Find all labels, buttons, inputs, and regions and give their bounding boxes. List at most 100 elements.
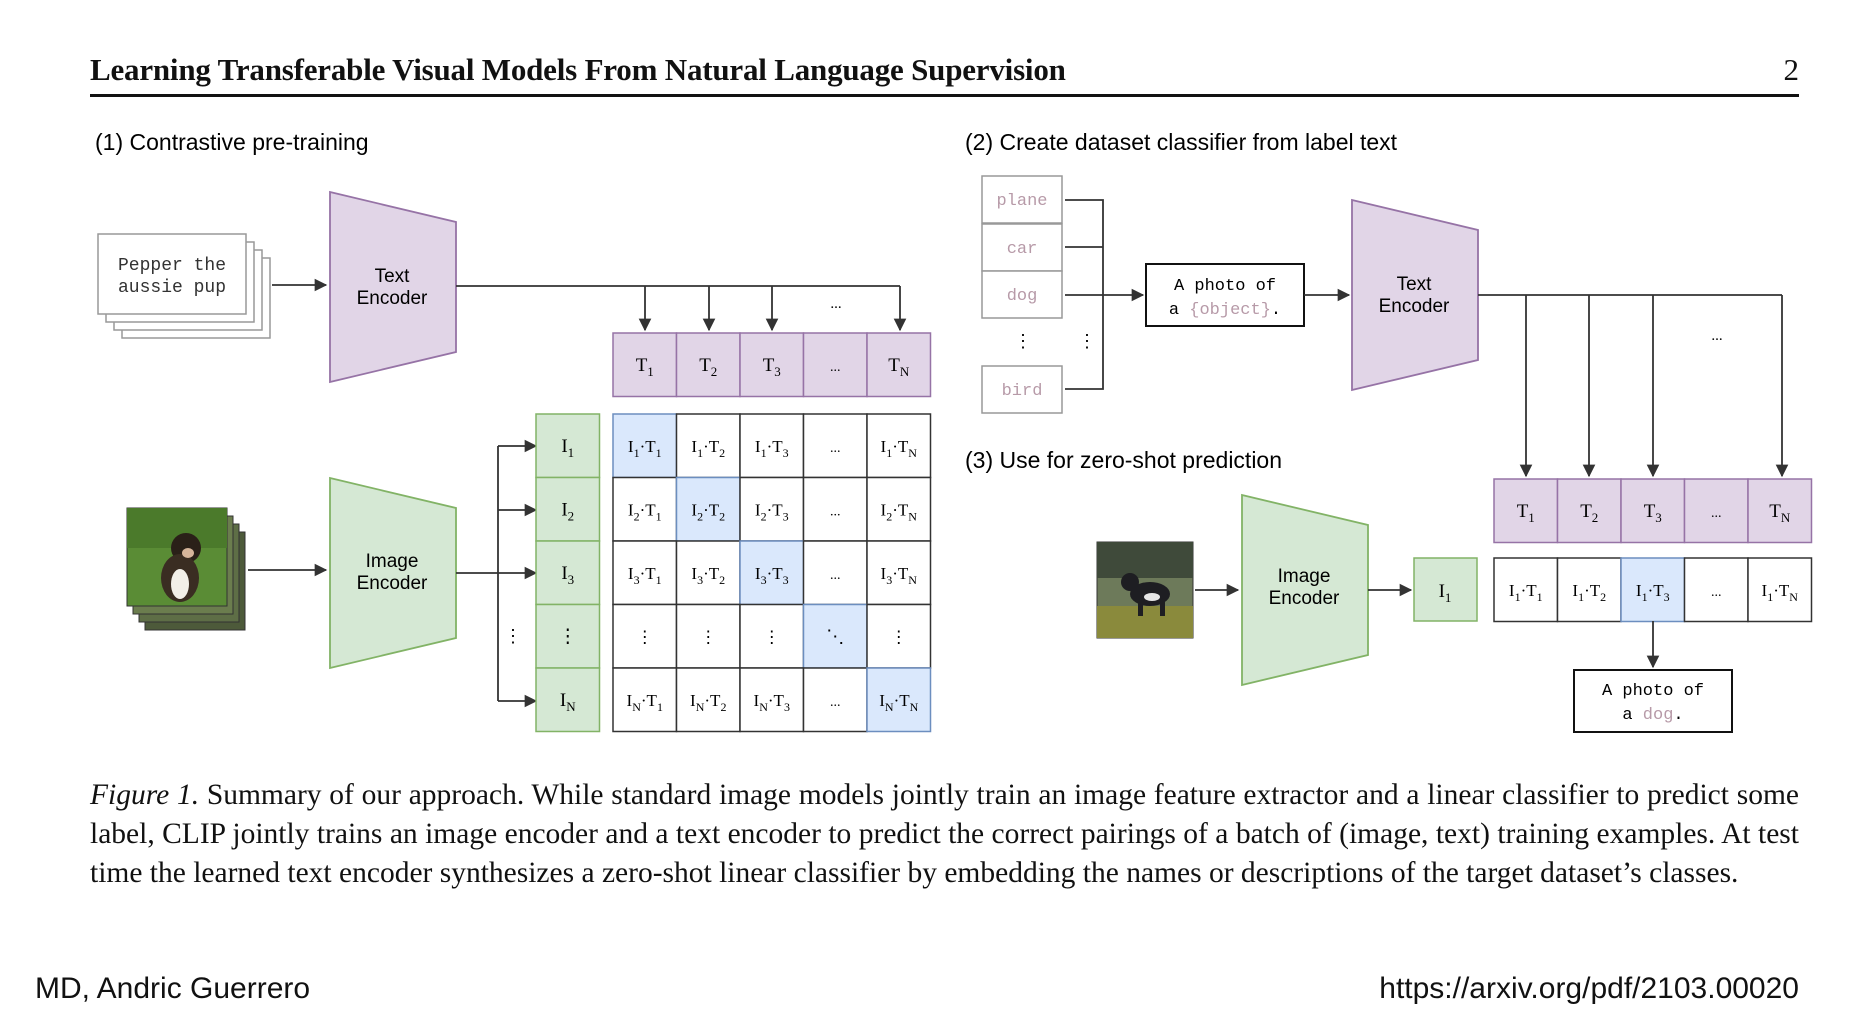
matrix-cell-label: ⋱ bbox=[826, 627, 844, 647]
matrix-cell-label: IN·T1 bbox=[627, 691, 663, 714]
matrix-cell bbox=[675, 603, 741, 669]
matrix-cell bbox=[866, 540, 932, 606]
predicted-label: dog bbox=[1643, 706, 1674, 725]
panel1-text-encoder: Text Encoder bbox=[329, 190, 457, 384]
panel1-image-encoder-line1: Image bbox=[366, 551, 419, 572]
matrix-cell-label: ... bbox=[830, 441, 841, 456]
matrix-cell bbox=[866, 603, 932, 669]
panel2-text-token-label: T3 bbox=[1644, 501, 1662, 525]
matrix-cell-label: IN·T3 bbox=[754, 691, 790, 714]
matrix-cell-label: I2·T3 bbox=[755, 501, 789, 524]
object-placeholder: {object} bbox=[1189, 301, 1271, 320]
panel2-text-token-cell bbox=[1683, 478, 1749, 544]
header-rule bbox=[90, 94, 1799, 97]
page-header-title: Learning Transferable Visual Models From… bbox=[90, 52, 1066, 87]
panel2-heading: (2) Create dataset classifier from label… bbox=[965, 129, 1398, 155]
panel1-image-token-label: ⋮ bbox=[558, 627, 577, 648]
panel2-text-token-label: TN bbox=[1769, 501, 1791, 525]
panel1-image-token-label: I3 bbox=[561, 563, 574, 587]
zero-shot-score-cell bbox=[1556, 557, 1622, 623]
panel1-text-token-label: T2 bbox=[699, 355, 717, 379]
class-label-text: bird bbox=[1002, 382, 1043, 401]
footer-author: MD, Andric Guerrero bbox=[35, 972, 311, 1005]
matrix-cell-label: ⋮ bbox=[636, 628, 653, 647]
panel1-heading: (1) Contrastive pre-training bbox=[95, 129, 369, 155]
panel1-image-token-label: I2 bbox=[561, 500, 574, 524]
class-label-text: car bbox=[1007, 240, 1038, 259]
matrix-cell-label: I1·TN bbox=[881, 437, 918, 460]
panel1-image-token-cell bbox=[535, 413, 601, 479]
panel1-text-token-cell bbox=[739, 332, 805, 398]
matrix-cell bbox=[612, 476, 678, 542]
caption-label: Figure 1. bbox=[90, 779, 200, 811]
matrix-cell bbox=[612, 603, 678, 669]
panel1-text-token-cell bbox=[802, 332, 868, 398]
zero-shot-best-score-cell bbox=[1620, 557, 1686, 623]
panel2-text-token-cell bbox=[1556, 478, 1622, 544]
matrix-cell bbox=[802, 476, 868, 542]
panel1-text-token-label: TN bbox=[888, 355, 910, 379]
matrix-diagonal-cell bbox=[866, 667, 932, 733]
matrix-cell-label: I3·T3 bbox=[755, 564, 789, 587]
matrix-cell bbox=[675, 413, 741, 479]
matrix-cell bbox=[802, 667, 868, 733]
zero-shot-input-image bbox=[1096, 541, 1194, 639]
class-label-box bbox=[981, 365, 1063, 414]
matrix-cell-label: I1·T1 bbox=[628, 437, 662, 460]
panel1-image-encoder-line2: Encoder bbox=[357, 573, 428, 594]
panel1-image-token-label: I1 bbox=[561, 436, 574, 460]
panel1-text-token-cell bbox=[612, 332, 678, 398]
zero-shot-score-label: I1·T3 bbox=[1636, 581, 1670, 604]
class-label-box bbox=[981, 270, 1063, 319]
matrix-cell bbox=[739, 667, 805, 733]
panel1-text-token-label: T1 bbox=[636, 355, 654, 379]
matrix-cell-label: I3·T2 bbox=[691, 564, 725, 587]
zero-shot-score-cell bbox=[1747, 557, 1813, 623]
prediction-result-line2: a dog. bbox=[1622, 706, 1683, 725]
matrix-cell-label: ⋮ bbox=[700, 628, 717, 647]
matrix-cell bbox=[612, 667, 678, 733]
panel1-text-encoder-line1: Text bbox=[375, 266, 411, 287]
matrix-cell-label: I2·TN bbox=[881, 501, 918, 524]
panel1-text-token-cell bbox=[866, 332, 932, 398]
matrix-cell-label: I3·T1 bbox=[628, 564, 662, 587]
matrix-cell-label: IN·TN bbox=[879, 691, 918, 714]
figure-1-diagram: (1) Contrastive pre-training (2) Create … bbox=[95, 129, 1813, 733]
panel2-text-token-cell bbox=[1493, 478, 1559, 544]
matrix-cell-label: ... bbox=[830, 505, 841, 520]
matrix-cell-label: I2·T2 bbox=[691, 501, 725, 524]
matrix-cell bbox=[802, 413, 868, 479]
matrix-cell-label: ⋮ bbox=[763, 628, 780, 647]
panel2-arrow-ellipsis: ... bbox=[1711, 328, 1722, 344]
label-list-vdots: ⋮ bbox=[1014, 331, 1032, 351]
class-label-text: plane bbox=[996, 192, 1047, 211]
panel2-text-token-label: T1 bbox=[1517, 501, 1535, 525]
matrix-diagonal-cell bbox=[802, 603, 868, 669]
zero-shot-score-label: I1·T2 bbox=[1572, 581, 1606, 604]
prediction-result-box: A photo of a dog. bbox=[1573, 669, 1733, 733]
page-number: 2 bbox=[1783, 52, 1800, 87]
matrix-cell bbox=[675, 667, 741, 733]
panel1-image-token-cell bbox=[535, 667, 601, 733]
panel1-image-encoder: Image Encoder bbox=[329, 476, 457, 670]
matrix-cell bbox=[866, 476, 932, 542]
matrix-cell bbox=[612, 540, 678, 606]
footer-url[interactable]: https://arxiv.org/pdf/2103.00020 bbox=[1379, 972, 1799, 1005]
matrix-cell bbox=[866, 413, 932, 479]
matrix-cell-label: I2·T1 bbox=[628, 501, 662, 524]
prompt-template-line1: A photo of bbox=[1174, 277, 1276, 296]
text-input-line2: aussie pup bbox=[118, 278, 226, 298]
panel1-text-token-label: ... bbox=[830, 360, 841, 375]
panel1-arrow-vdots: ⋮ bbox=[504, 626, 522, 646]
zero-shot-score-label: ... bbox=[1711, 585, 1722, 600]
zero-shot-score-label: I1·T1 bbox=[1509, 581, 1543, 604]
panel3-image-token: I1 bbox=[1413, 557, 1478, 622]
matrix-cell-label: ⋮ bbox=[890, 628, 907, 647]
panel2-text-token-cell bbox=[1747, 478, 1813, 544]
image-input-stack bbox=[126, 507, 246, 631]
text-input-stack: Pepper the aussie pup bbox=[97, 233, 271, 339]
